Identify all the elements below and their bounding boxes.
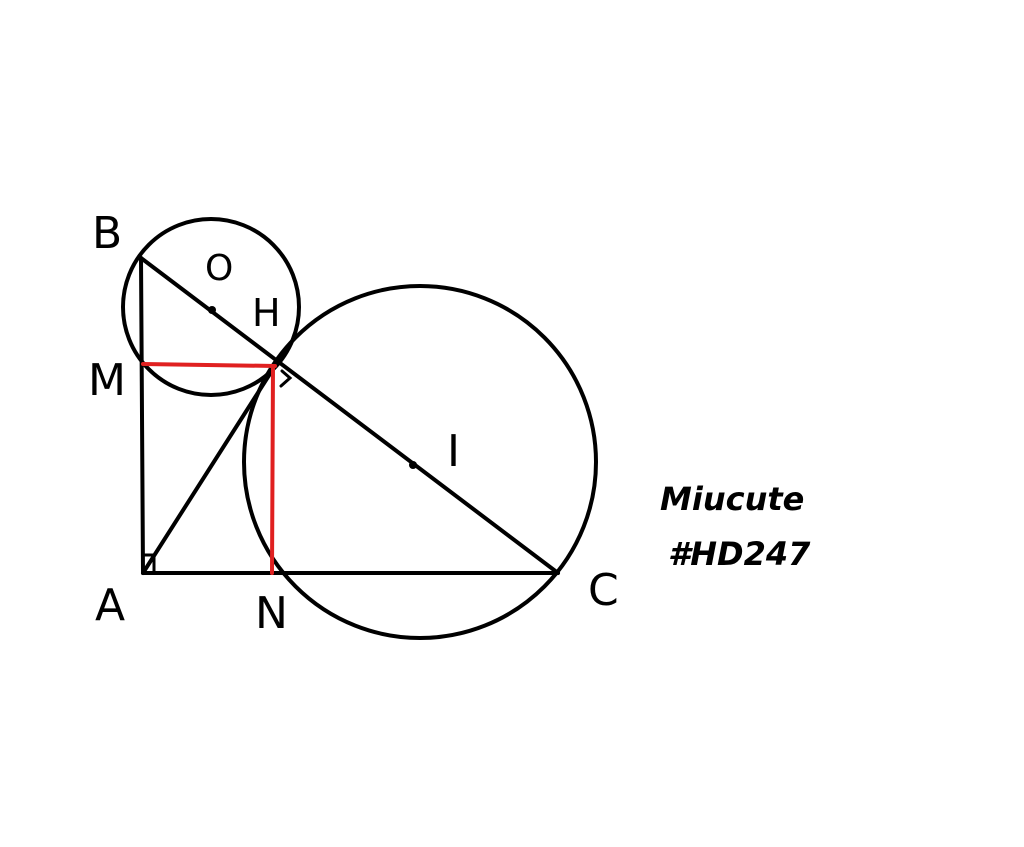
label-a: A	[95, 580, 125, 631]
label-h: H	[252, 291, 281, 335]
signature-line1: Miucute	[660, 480, 804, 518]
center-o-dot	[208, 306, 216, 314]
label-c: C	[588, 565, 619, 616]
segment-ah	[141, 364, 277, 575]
segment-mh	[141, 362, 277, 368]
circle-o	[121, 217, 301, 397]
label-o: O	[205, 248, 233, 289]
segment-hn	[270, 364, 275, 575]
segment-bc	[139, 256, 560, 575]
circle-i	[242, 284, 598, 640]
right-angle-h	[279, 369, 293, 388]
label-i: I	[447, 426, 460, 477]
center-i-dot	[409, 461, 417, 469]
label-b: B	[92, 208, 122, 259]
right-angle-a	[141, 553, 156, 575]
segment-ab	[139, 256, 145, 575]
signature-line2: #HD247	[668, 535, 811, 573]
label-n: N	[255, 588, 288, 639]
label-m: M	[88, 355, 126, 406]
